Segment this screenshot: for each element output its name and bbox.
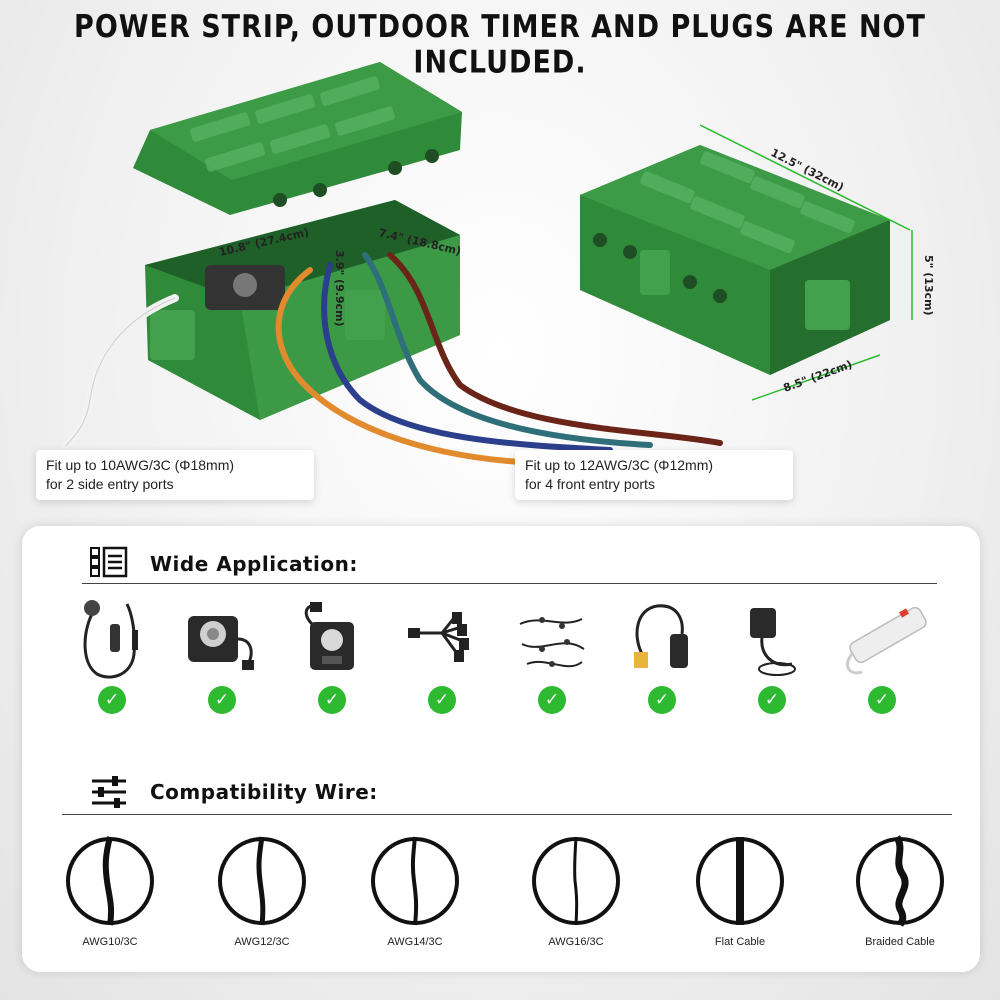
wire-braided-icon: [856, 835, 944, 927]
app-item-power-strip: ✓: [842, 594, 927, 714]
wire-label: AWG10/3C: [82, 936, 138, 948]
wire-item-awg14: AWG14/3C: [340, 831, 490, 956]
check-icon: ✓: [318, 686, 346, 714]
wire-item-awg10: AWG10/3C: [35, 831, 185, 956]
wire-awg12-icon: [218, 836, 306, 926]
outdoor-timer-icon: [304, 602, 354, 670]
wire-awg16-icon: [532, 836, 620, 926]
check-icon: ✓: [208, 686, 236, 714]
app-item-outdoor-timer: ✓: [292, 594, 372, 714]
application-title: Wide Application:: [150, 552, 358, 576]
closed-box: [580, 145, 890, 375]
app-item-smart-timer: ✓: [182, 594, 262, 714]
wire-awg14-icon: [371, 836, 459, 926]
wire-flat-icon: [696, 837, 784, 925]
wire-item-awg12: AWG12/3C: [187, 831, 337, 956]
cables: [62, 252, 723, 465]
application-divider: [82, 583, 937, 584]
front-port-callout: Fit up to 12AWG/3C (Φ12mm) for 4 front e…: [515, 450, 793, 500]
gfci-cord-icon: [634, 604, 688, 668]
side-port-callout-line2: for 2 side entry ports: [46, 476, 174, 492]
app-item-light-string: ✓: [512, 594, 592, 714]
open-box-lid: [133, 62, 462, 215]
app-item-outlet-splitter: ✓: [402, 594, 482, 714]
check-icon: ✓: [758, 686, 786, 714]
feature-card: Wide Application: ✓ ✓ ✓: [22, 526, 980, 972]
app-item-gfci-cord: ✓: [622, 594, 702, 714]
product-illustration: 10.8" (27.4cm) 3.9" (9.9cm) 7.4" (18.8cm…: [62, 62, 935, 465]
wire-item-flat: Flat Cable: [665, 831, 815, 956]
app-item-ev-charger: ✓: [72, 594, 152, 714]
check-icon: ✓: [648, 686, 676, 714]
wire-awg10-icon: [66, 836, 154, 926]
app-item-power-adapter: ✓: [732, 594, 812, 714]
power-strip-icon: [846, 606, 927, 675]
inner-height-label: 3.9" (9.9cm): [333, 250, 346, 327]
power-adapter-icon: [750, 608, 796, 676]
wire-item-braided: Braided Cable: [825, 831, 975, 956]
check-icon: ✓: [868, 686, 896, 714]
ev-charger-icon: [83, 600, 138, 679]
wire-item-awg16: AWG16/3C: [501, 831, 651, 956]
wire-label: AWG14/3C: [387, 936, 443, 948]
wire-label: AWG12/3C: [234, 936, 290, 948]
compatibility-title: Compatibility Wire:: [150, 780, 378, 804]
compatibility-divider: [62, 814, 952, 815]
dimension-lines: [699, 124, 913, 401]
check-icon: ✓: [428, 686, 456, 714]
multi-outlet-splitter-icon: [408, 612, 469, 662]
front-port-callout-line2: for 4 front entry ports: [525, 476, 655, 492]
sliders-icon: [92, 776, 126, 808]
wire-label: Flat Cable: [714, 936, 766, 948]
check-icon: ✓: [538, 686, 566, 714]
front-port-callout-line1: Fit up to 12AWG/3C (Φ12mm): [525, 457, 714, 473]
check-icon: ✓: [98, 686, 126, 714]
headline: POWER STRIP, OUTDOOR TIMER AND PLUGS ARE…: [74, 9, 926, 81]
outer-height-label: 5" (13cm): [922, 255, 935, 316]
side-port-callout: Fit up to 10AWG/3C (Φ18mm) for 2 side en…: [36, 450, 314, 500]
side-port-callout-line1: Fit up to 10AWG/3C (Φ18mm): [46, 457, 235, 473]
list-icon: [90, 546, 128, 578]
light-string-icon: [519, 617, 585, 668]
smart-timer-icon: [188, 616, 254, 670]
wire-label: AWG16/3C: [548, 936, 604, 948]
wire-label: Braided Cable: [865, 936, 935, 948]
